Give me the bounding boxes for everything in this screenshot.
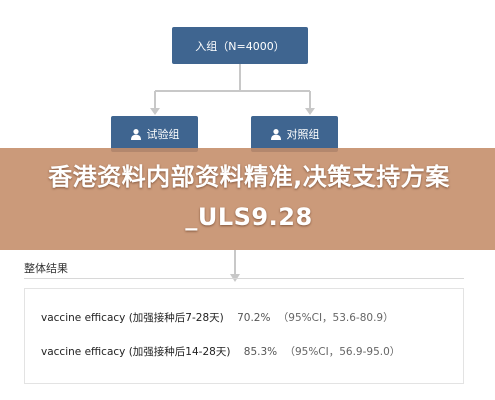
results-panel: vaccine efficacy (加强接种后7-28天) 70.2% （95%… bbox=[24, 288, 464, 384]
result-row: vaccine efficacy (加强接种后7-28天) 70.2% （95%… bbox=[41, 310, 394, 325]
control-group-node: 对照组 bbox=[251, 116, 338, 152]
result-ci: （95%CI，56.9-95.0） bbox=[284, 346, 401, 358]
experimental-group-label: 试验组 bbox=[146, 128, 180, 141]
result-ci: （95%CI，53.6-80.9） bbox=[277, 312, 394, 324]
result-label: vaccine efficacy (加强接种后14-28天) bbox=[41, 346, 231, 358]
person-icon bbox=[130, 128, 142, 140]
person-icon bbox=[270, 128, 282, 140]
experimental-group-node: 试验组 bbox=[111, 116, 198, 152]
result-value: 85.3% bbox=[243, 346, 278, 358]
result-value: 70.2% bbox=[237, 312, 271, 324]
enrollment-node-label: 入组（N=4000） bbox=[195, 39, 285, 53]
banner-title: 香港资料内部资料精准,决策支持方案_ULS9.28 bbox=[48, 163, 450, 231]
title-banner bbox=[0, 148, 495, 250]
arrow-right bbox=[305, 108, 315, 115]
arrow-left bbox=[150, 108, 160, 115]
results-divider bbox=[24, 278, 464, 279]
result-row: vaccine efficacy (加强接种后14-28天) 85.3% （95… bbox=[41, 344, 400, 359]
results-heading: 整体结果 bbox=[24, 262, 68, 275]
result-label: vaccine efficacy (加强接种后7-28天) bbox=[41, 312, 224, 324]
control-group-label: 对照组 bbox=[286, 128, 320, 141]
enrollment-node: 入组（N=4000） bbox=[172, 27, 308, 64]
